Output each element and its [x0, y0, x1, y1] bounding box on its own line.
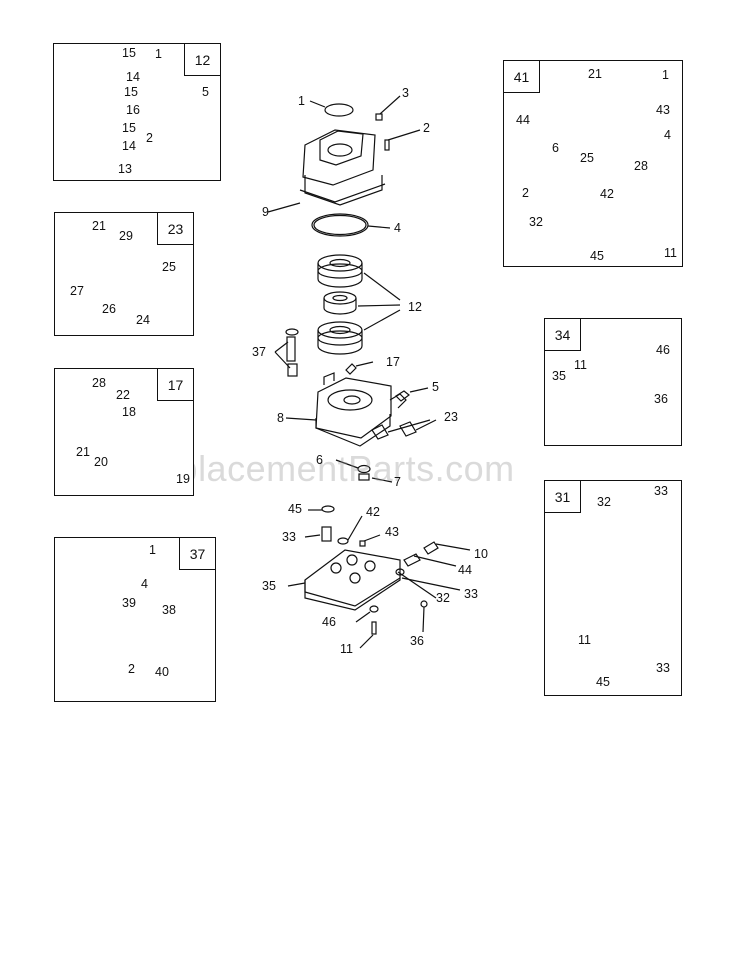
part-label: 45: [288, 502, 302, 516]
kit-number: 31: [545, 481, 581, 513]
part-label: 10: [474, 547, 488, 561]
part-label: 26: [102, 302, 116, 316]
part-label: 33: [282, 530, 296, 544]
part-label: 5: [202, 85, 209, 99]
kit-number: 34: [545, 319, 581, 351]
part-label: 7: [394, 475, 401, 489]
kit-panel-37: 37: [54, 537, 216, 702]
part-label: 2: [423, 121, 430, 135]
part-label: 32: [529, 215, 543, 229]
kit-number: 23: [157, 213, 193, 245]
part-label: 18: [122, 405, 136, 419]
part-label: 5: [432, 380, 439, 394]
part-label: 22: [116, 388, 130, 402]
part-label: 25: [162, 260, 176, 274]
part-label: 4: [664, 128, 671, 142]
part-label: 42: [366, 505, 380, 519]
part-label: 35: [552, 369, 566, 383]
part-label: 24: [136, 313, 150, 327]
part-label: 21: [588, 67, 602, 81]
part-label: 32: [436, 591, 450, 605]
part-label: 15: [122, 121, 136, 135]
part-label: 45: [590, 249, 604, 263]
kit-number: 37: [179, 538, 215, 570]
kit-panel-34: 34: [544, 318, 682, 446]
part-label: 33: [656, 661, 670, 675]
kit-panel-17: 17: [54, 368, 194, 496]
part-label: 16: [126, 103, 140, 117]
part-label: 4: [141, 577, 148, 591]
part-label: 44: [516, 113, 530, 127]
part-label: 38: [162, 603, 176, 617]
part-label: 28: [634, 159, 648, 173]
part-label: 29: [119, 229, 133, 243]
part-label: 8: [277, 411, 284, 425]
part-label: 46: [322, 615, 336, 629]
kit-number: 41: [504, 61, 540, 93]
part-label: 20: [94, 455, 108, 469]
kit-number: 17: [157, 369, 193, 401]
part-label: 42: [600, 187, 614, 201]
part-label: 6: [552, 141, 559, 155]
part-label: 35: [262, 579, 276, 593]
part-label: 2: [128, 662, 135, 676]
kit-panel-12: 12: [53, 43, 221, 181]
part-label: 36: [410, 634, 424, 648]
part-label: 37: [252, 345, 266, 359]
part-label: 14: [122, 139, 136, 153]
part-label: 23: [444, 410, 458, 424]
part-label: 6: [316, 453, 323, 467]
part-label: 4: [394, 221, 401, 235]
part-label: 17: [386, 355, 400, 369]
kit-panel-31: 31: [544, 480, 682, 696]
kit-panel-23: 23: [54, 212, 194, 336]
part-label: 32: [597, 495, 611, 509]
part-label: 9: [262, 205, 269, 219]
part-label: 46: [656, 343, 670, 357]
part-label: 45: [596, 675, 610, 689]
part-label: 1: [155, 47, 162, 61]
part-label: 11: [340, 642, 353, 656]
part-label: 33: [654, 484, 668, 498]
part-label: 3: [402, 86, 409, 100]
part-label: 43: [656, 103, 670, 117]
kit-panel-41: 41: [503, 60, 683, 267]
part-label: 2: [522, 186, 529, 200]
part-label: 28: [92, 376, 106, 390]
part-label: 11: [664, 246, 677, 260]
part-label: 11: [574, 358, 587, 372]
part-label: 40: [155, 665, 169, 679]
kit-number: 12: [184, 44, 220, 76]
part-label: 14: [126, 70, 140, 84]
part-label: 2: [146, 131, 153, 145]
part-label: 21: [92, 219, 106, 233]
part-label: 11: [578, 633, 591, 647]
part-label: 36: [654, 392, 668, 406]
part-label: 33: [464, 587, 478, 601]
part-label: 1: [662, 68, 669, 82]
part-label: 44: [458, 563, 472, 577]
part-label: 1: [149, 543, 156, 557]
part-label: 27: [70, 284, 84, 298]
part-label: 1: [298, 94, 305, 108]
part-label: 21: [76, 445, 90, 459]
part-label: 25: [580, 151, 594, 165]
part-label: 39: [122, 596, 136, 610]
part-label: 15: [122, 46, 136, 60]
part-label: 12: [408, 300, 422, 314]
part-label: 43: [385, 525, 399, 539]
part-label: 19: [176, 472, 190, 486]
part-label: 15: [124, 85, 138, 99]
part-label: 13: [118, 162, 132, 176]
